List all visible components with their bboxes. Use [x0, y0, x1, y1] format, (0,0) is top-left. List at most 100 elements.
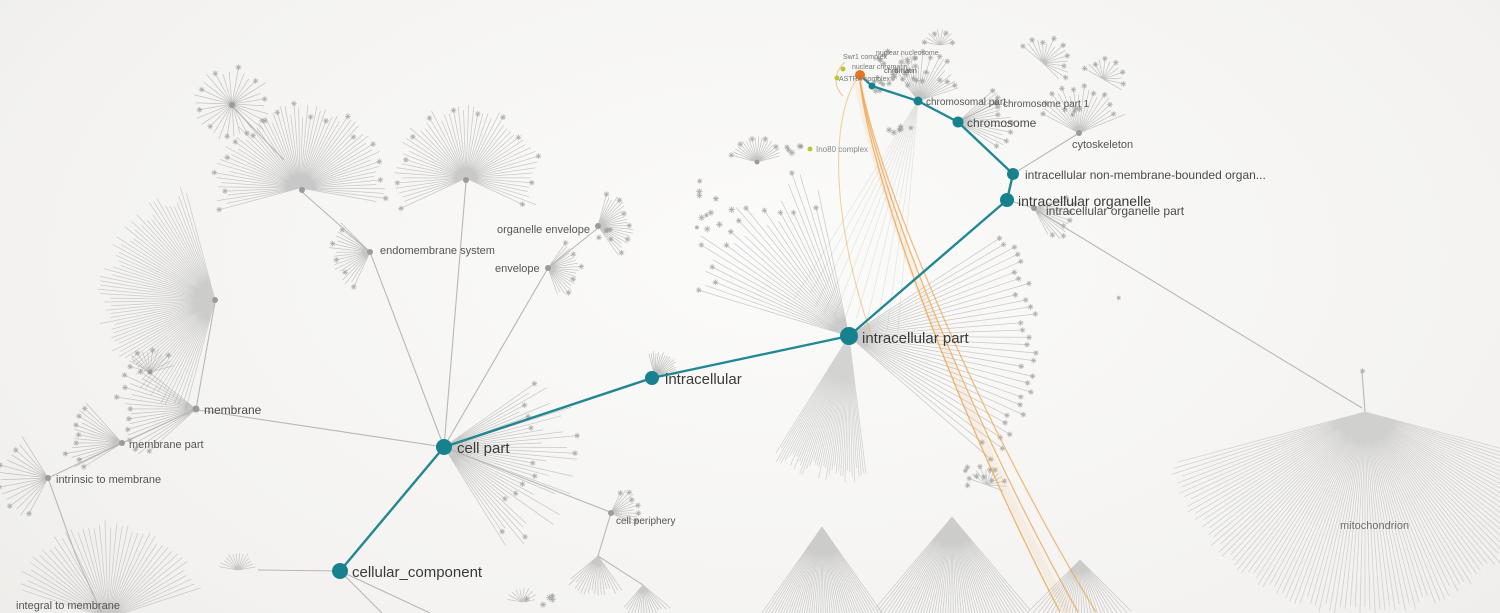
node-green-complex-1[interactable]: [840, 66, 846, 72]
node-membrane-part[interactable]: [119, 440, 125, 446]
label-mitochondrion[interactable]: mitochondrion: [1340, 520, 1409, 532]
fan-burst: [20, 520, 201, 613]
node-hub-topleft-small[interactable]: [229, 102, 235, 108]
leaf-mark-icon: [952, 82, 958, 89]
node-intracellular-part[interactable]: [840, 327, 858, 345]
node-cell-periphery[interactable]: [608, 510, 614, 516]
node-intrinsic-to-membrane[interactable]: [45, 475, 51, 481]
leaf-mark-icon: [550, 593, 555, 598]
label-cytoskeleton[interactable]: cytoskeleton: [1072, 139, 1133, 151]
node-envelope[interactable]: [545, 265, 551, 271]
label-intracellular[interactable]: intracellular: [665, 371, 742, 388]
node-green-complex-2[interactable]: [834, 75, 840, 81]
label-intracellular-non-membrane-bounded-organelle[interactable]: intracellular non-membrane-bounded organ…: [1025, 168, 1266, 182]
leaf-mark-icon: [76, 456, 82, 463]
label-intracellular-part[interactable]: intracellular part: [862, 330, 970, 347]
leaf-mark-icon: [1060, 42, 1066, 48]
leaf-mark-icon: [1072, 201, 1078, 207]
leaf-mark-icon: [878, 79, 884, 86]
leaf-mark-icon: [339, 227, 345, 233]
node-cytoskeleton[interactable]: [1076, 130, 1082, 136]
leaf-mark-icon: [886, 126, 893, 134]
label-intracellular-organelle-part[interactable]: intracellular organelle part: [1046, 204, 1185, 218]
node-membrane[interactable]: [192, 405, 200, 413]
node-cellular-component[interactable]: [332, 563, 348, 579]
leaf-mark-icon: [596, 234, 602, 241]
node-chromosome-part-1[interactable]: [993, 100, 999, 106]
node-hub-topleft-big[interactable]: [299, 187, 305, 193]
leaf-mark-icon: [1020, 43, 1026, 49]
label-envelope[interactable]: envelope: [495, 263, 540, 275]
leaf-mark-icon: [908, 125, 914, 131]
label-integral-to-membrane[interactable]: integral to membrane: [16, 600, 120, 612]
label-chromosome[interactable]: chromosome: [967, 116, 1037, 130]
label-intracellular-organelle[interactable]: intracellular organelle: [1018, 193, 1151, 209]
label-chromatin[interactable]: chromatin: [884, 66, 917, 75]
graph-edge: [257, 569, 341, 572]
leaf-mark-icon: [635, 510, 642, 516]
leaf-mark-icon: [1015, 275, 1022, 282]
leaf-mark-icon: [1007, 431, 1013, 438]
node-hub-above-membrane-part[interactable]: [147, 369, 153, 375]
label-ino80-complex[interactable]: Ino80 complex: [816, 145, 868, 154]
node-endomembrane-system[interactable]: [367, 249, 373, 255]
label-cell-periphery[interactable]: cell periphery: [616, 516, 675, 527]
fan-burst: [1022, 38, 1069, 80]
leaf-mark-icon: [607, 227, 613, 233]
leaf-mark-icon: [1017, 402, 1023, 408]
label-membrane-part[interactable]: membrane part: [129, 439, 204, 451]
node-intracellular-non-membrane-bounded-organelle[interactable]: [1007, 168, 1019, 180]
leaf-mark-icon: [728, 152, 734, 158]
node-nucleosome[interactable]: [855, 70, 865, 80]
leaf-mark-icon: [621, 210, 627, 217]
fan-burst: [624, 584, 671, 613]
label-cell-part[interactable]: cell part: [457, 440, 510, 457]
node-cell-part[interactable]: [436, 439, 452, 455]
graph-edge: [339, 570, 431, 613]
leaf-mark-icon: [1018, 258, 1024, 265]
node-organelle-envelope[interactable]: [595, 223, 601, 229]
fan-burst: [129, 348, 174, 373]
leaf-mark-icon: [964, 464, 971, 471]
leaf-mark-icon: [1033, 350, 1039, 356]
node-chromosomal-part[interactable]: [913, 96, 923, 106]
node-intracellular-organelle-part[interactable]: [1031, 205, 1037, 211]
fan-burst: [568, 555, 623, 596]
node-ino80-complex[interactable]: [807, 146, 813, 152]
label-nuclear-chromatin[interactable]: nuclear chromatin: [852, 64, 908, 71]
label-chromosome-part-1[interactable]: chromosome part 1: [1003, 99, 1090, 110]
leaf-mark-icon: [578, 263, 585, 270]
leaf-mark-icon: [633, 517, 639, 524]
node-intracellular[interactable]: [645, 371, 659, 385]
label-intrinsic-to-membrane[interactable]: intrinsic to membrane: [56, 474, 161, 486]
leaf-mark-icon: [570, 251, 577, 257]
graph-edge: [597, 555, 644, 586]
label-swr1-complex[interactable]: Swr1 complex: [843, 54, 887, 61]
graph-edge: [1012, 132, 1080, 175]
fan-burst: [97, 187, 216, 409]
teal-path-layer: [339, 74, 1015, 572]
graph-edge: [443, 446, 611, 513]
node-chromosome[interactable]: [952, 116, 964, 128]
label-organelle-envelope[interactable]: organelle envelope: [497, 224, 590, 236]
label-astra-complex[interactable]: ASTRA complex: [839, 76, 890, 83]
node-intracellular-organelle[interactable]: [1000, 193, 1014, 207]
leaf-mark-icon: [134, 350, 141, 356]
star-cluster-layer: [523, 48, 1366, 608]
leaf-mark-icon: [889, 71, 897, 79]
label-cellular-component[interactable]: cellular_component: [352, 564, 483, 581]
node-hub-shell[interactable]: [754, 159, 760, 165]
label-nuclear-nucleosome[interactable]: nuclear nucleosome: [876, 50, 939, 57]
label-endomembrane-system[interactable]: endomembrane system: [380, 245, 495, 257]
node-hub-left-disc[interactable]: [212, 297, 218, 303]
leaf-mark-icon: [351, 284, 357, 290]
fan-burst: [214, 103, 386, 211]
highlighted-path-edge: [957, 121, 1014, 175]
node-hub-upper-mid[interactable]: [463, 177, 469, 183]
leaf-mark-icon: [1042, 100, 1049, 106]
leaf-mark-icon: [398, 205, 404, 212]
label-chromosomal-part[interactable]: chromosomal part: [926, 97, 1006, 108]
node-path-junction[interactable]: [868, 82, 876, 90]
label-membrane[interactable]: membrane: [204, 403, 262, 417]
